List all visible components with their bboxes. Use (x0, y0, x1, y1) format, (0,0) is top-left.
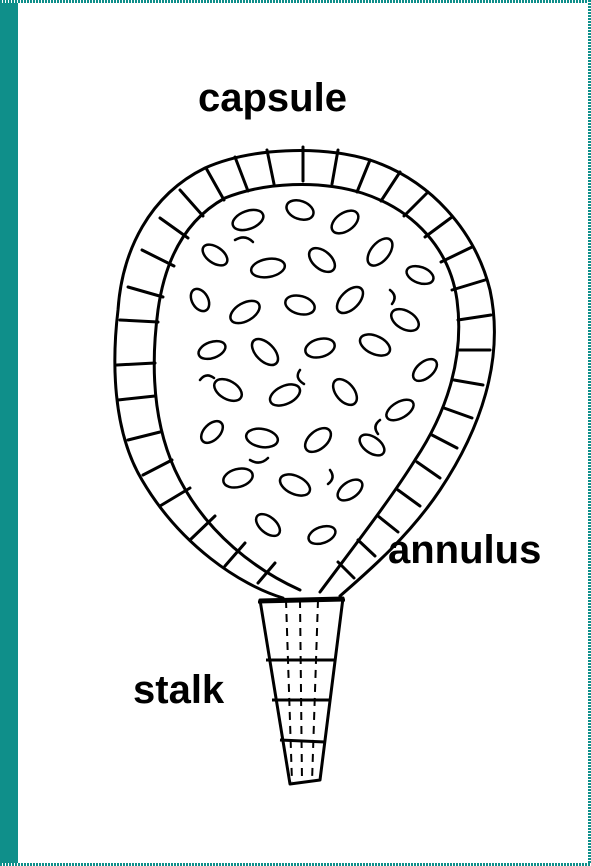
spore (334, 475, 366, 504)
spore (250, 256, 287, 280)
spore (328, 206, 363, 238)
spore (284, 197, 316, 223)
spore-fragment (200, 375, 214, 380)
spore (187, 286, 213, 315)
spore (227, 296, 264, 328)
spore-fragment (328, 470, 333, 484)
spore (277, 470, 314, 500)
spore-fragment (235, 237, 253, 242)
wall-cells (117, 147, 491, 583)
annulus-label: annulus (388, 530, 541, 570)
spore (221, 465, 255, 490)
spore (357, 330, 394, 360)
spore (267, 380, 304, 410)
spore (247, 334, 282, 369)
spore (388, 305, 423, 336)
spore (328, 375, 361, 410)
capsule-label: capsule (198, 78, 347, 118)
spore (363, 234, 397, 270)
spore (301, 423, 336, 456)
spore (303, 335, 337, 360)
spore (305, 243, 340, 276)
spore (409, 355, 441, 385)
spore (283, 292, 317, 317)
spore (383, 396, 417, 425)
spore (332, 282, 367, 317)
spore (356, 430, 388, 459)
spore-fragment (250, 458, 268, 463)
spore (404, 263, 436, 288)
stalk-label: stalk (133, 670, 224, 710)
spore-fragment (375, 420, 380, 434)
spore (230, 206, 266, 234)
spore (196, 338, 228, 363)
spore (211, 375, 246, 406)
spore (199, 240, 231, 269)
spore (197, 417, 227, 447)
spore (306, 523, 338, 548)
spore (245, 426, 280, 449)
spore (252, 510, 284, 540)
stalk (258, 598, 345, 784)
spore-fragment (390, 290, 395, 304)
spore-fragment (298, 370, 304, 384)
